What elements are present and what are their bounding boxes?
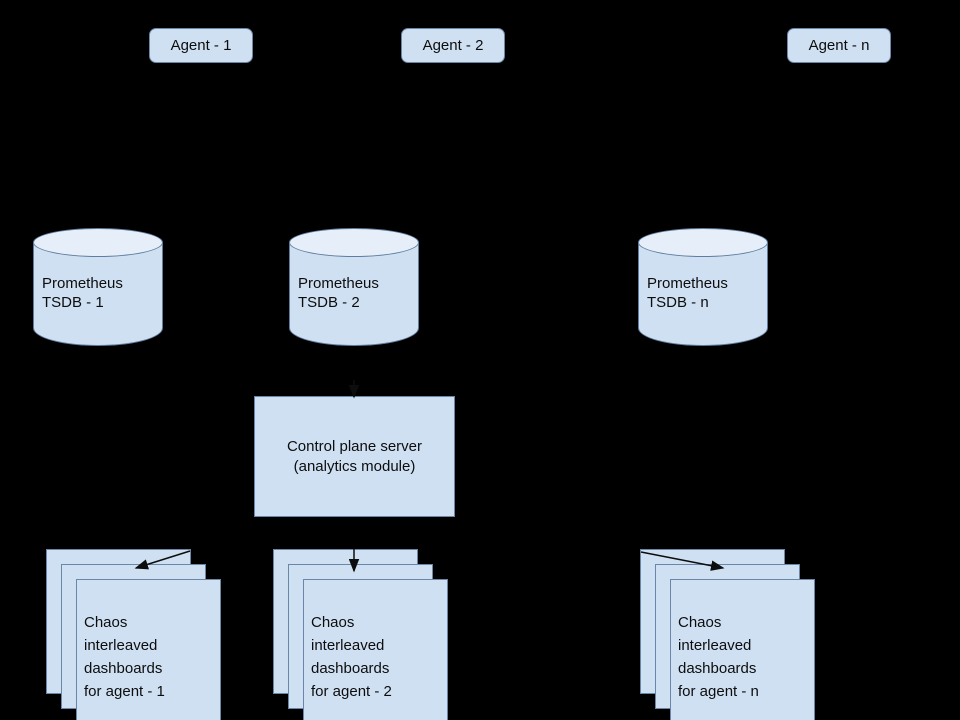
dashboard-card-front [303, 579, 448, 720]
prometheus-tsdb-1-label: Prometheus TSDB - 1 [42, 275, 123, 311]
agent-box-n-label: Agent - n [808, 37, 870, 54]
cylinder-top-icon [33, 228, 163, 257]
dashboard-stack-n-label: Chaos interleaved dashboards for agent -… [678, 614, 759, 700]
control-plane-server-label: Control plane server (analytics module) [286, 437, 423, 475]
dashboard-card-front [76, 579, 221, 720]
agent-box-2-label: Agent - 2 [422, 37, 484, 54]
cylinder-body-icon [289, 242, 419, 346]
agent-box-1-label: Agent - 1 [170, 37, 232, 54]
control-plane-server-box[interactable]: Control plane server (analytics module) [254, 396, 455, 517]
prometheus-tsdb-2[interactable]: Prometheus TSDB - 2 [289, 228, 419, 346]
dashboard-card-front [670, 579, 815, 720]
dashboard-stack-2[interactable]: Chaos interleaved dashboards for agent -… [273, 549, 448, 720]
dashboard-stack-n[interactable]: Chaos interleaved dashboards for agent -… [640, 549, 815, 720]
agent-box-1[interactable]: Agent - 1 [149, 28, 253, 63]
prometheus-tsdb-2-label: Prometheus TSDB - 2 [298, 275, 379, 311]
prometheus-tsdb-n[interactable]: Prometheus TSDB - n [638, 228, 768, 346]
cylinder-top-icon [638, 228, 768, 257]
cylinder-top-icon [289, 228, 419, 257]
agent-box-n[interactable]: Agent - n [787, 28, 891, 63]
agent-box-2[interactable]: Agent - 2 [401, 28, 505, 63]
cylinder-body-icon [638, 242, 768, 346]
prometheus-tsdb-n-label: Prometheus TSDB - n [647, 275, 728, 311]
dashboard-stack-2-label: Chaos interleaved dashboards for agent -… [311, 614, 392, 700]
prometheus-tsdb-1[interactable]: Prometheus TSDB - 1 [33, 228, 163, 346]
dashboard-stack-1[interactable]: Chaos interleaved dashboards for agent -… [46, 549, 221, 720]
dashboard-stack-1-label: Chaos interleaved dashboards for agent -… [84, 614, 165, 700]
cylinder-body-icon [33, 242, 163, 346]
